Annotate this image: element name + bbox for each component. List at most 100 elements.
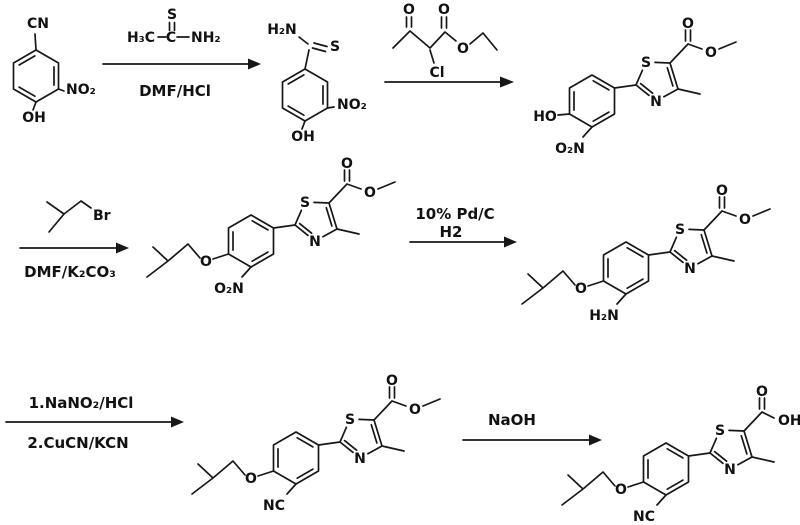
benzene-ring (227, 214, 275, 268)
phenyl-part: HO O₂N (533, 74, 637, 157)
nitro-label: NO₂ (66, 82, 96, 98)
ester-oxygen-label: O (739, 212, 751, 228)
ether-oxygen-label: O (245, 471, 257, 487)
sulfur-label: S (641, 55, 651, 71)
ester-bonds (669, 41, 737, 64)
thiazole-ester-part: S N O O (294, 156, 396, 250)
amine-label: H₂N (267, 22, 297, 38)
aromatic-double-bonds (573, 79, 610, 123)
structure-5-amine-ether-thiazole-ester: O H₂N S N O O (521, 183, 771, 324)
thiazole-ring (669, 228, 713, 265)
nitro-label: O₂N (214, 281, 244, 297)
thiazole-ester-part: S N O O (339, 373, 441, 467)
carbonyl-oxygen-label: O (682, 16, 694, 32)
ester-bonds (703, 208, 771, 231)
reagent-chloro-ester: O O O Cl (392, 2, 498, 81)
thioamide-bonds (298, 36, 310, 70)
carbonyl-oxygen-label: O (341, 156, 353, 172)
benzene-ring (12, 49, 60, 103)
amine-label: H₂N (589, 308, 619, 324)
benzene-ring (568, 74, 616, 128)
ether-oxygen-label: O (615, 482, 627, 498)
arrowhead-step-5 (171, 416, 184, 428)
phenyl-part: O O₂N (146, 214, 296, 297)
benzene-ring (602, 241, 650, 295)
chloro-bond (429, 49, 435, 64)
methyl-bond (751, 456, 775, 463)
carbonyl-oxygen-label: O (386, 373, 398, 389)
carbonyl-double-bond (388, 386, 396, 399)
substituent-bonds (587, 280, 627, 305)
keto-oxygen-label: O (403, 2, 415, 18)
sulfur-label: S (330, 39, 340, 55)
carbon-label: C (166, 30, 176, 46)
step-2-reagents: O O O Cl (384, 2, 514, 88)
bond-to-thiazole (687, 452, 711, 457)
acid-bonds (743, 411, 775, 432)
carbonyl-double-bond (718, 196, 726, 209)
nitrogen-label: N (684, 261, 696, 277)
structure-3-phenol-thiazole-ester: HO O₂N S N O O (533, 16, 737, 157)
bond-to-thiazole (272, 224, 296, 229)
aromatic-double-bonds (232, 219, 269, 263)
skeleton-bonds (46, 200, 92, 233)
substituent-bonds (557, 113, 593, 138)
substituent-bonds (627, 481, 667, 506)
methyl-bond (711, 255, 735, 262)
structure-1-nitrile-phenol: CN NO₂ OH (12, 16, 96, 126)
structure-2-thiobenzamide: H₂N S NO₂ OH (267, 22, 367, 145)
isobutyl-bonds (521, 270, 576, 305)
hydrogen-label: H2 (440, 223, 463, 241)
carbonyl-double-bond (684, 29, 692, 42)
substituent-bonds (257, 470, 297, 495)
nitrile-label: CN (27, 16, 49, 32)
nitrile-label: NC (633, 509, 655, 525)
ester-oxygen-label: O (364, 185, 376, 201)
step-5-reagents: 1.NaNO₂/HCl 2.CuCN/KCN (5, 394, 184, 452)
thione-double-bond (311, 42, 328, 53)
arrowhead-step-3 (116, 242, 129, 254)
bond-to-thiazole (613, 84, 637, 89)
benzene-ring (642, 442, 690, 496)
carbonyl-oxygen-label: O (756, 384, 768, 400)
isobutyl-bonds (191, 460, 246, 495)
ester-oxygen-label: O (705, 45, 717, 61)
thiazole-double-bonds (343, 423, 378, 452)
aromatic-double-bonds (277, 436, 314, 480)
thione-double-bond (168, 21, 176, 32)
thiazole-ester-part: S N O O (669, 183, 771, 277)
aromatic-double-bonds (287, 74, 324, 117)
substituent-bonds (301, 106, 335, 130)
ether-oxygen-label: O (200, 254, 212, 270)
phenyl-part: O H₂N (521, 241, 671, 324)
sulfur-label: S (167, 7, 177, 23)
thiazole-acid-part: S N O OH (709, 384, 800, 478)
structure-6-nitrile-ether-thiazole-ester: O NC S N O O (191, 373, 441, 514)
methyl-label: H₃C (127, 30, 155, 46)
sulfur-label: S (675, 222, 685, 238)
substituent-bonds (212, 253, 252, 278)
catalyst-label: 10% Pd/C (415, 205, 494, 223)
nitrogen-label: N (724, 462, 736, 478)
thiazole-ring (294, 201, 338, 238)
substituent-bonds (32, 33, 65, 111)
benzene-ring (281, 68, 329, 122)
nitro-label: NO₂ (337, 97, 367, 113)
thiazole-double-bonds (713, 434, 748, 463)
thiazole-double-bonds (298, 206, 333, 235)
phenyl-part: O NC (191, 431, 341, 514)
bond-to-thiazole (647, 251, 671, 256)
sulfur-label: S (300, 195, 310, 211)
thiazole-double-bonds (639, 66, 674, 95)
thiazole-ring (709, 429, 753, 466)
ester-bonds (373, 398, 441, 421)
sulfur-label: S (345, 412, 355, 428)
step-3-reagents: Br DMF/K₂CO₃ (19, 200, 129, 281)
carbonyl-oxygen-label: O (438, 2, 450, 18)
reagent-isobutyl-bromide: Br (46, 200, 111, 233)
aromatic-double-bonds (647, 447, 684, 491)
aromatic-double-bonds (607, 246, 644, 290)
carbonyl-double-bond (343, 169, 351, 182)
arrowhead-step-2 (500, 76, 514, 88)
